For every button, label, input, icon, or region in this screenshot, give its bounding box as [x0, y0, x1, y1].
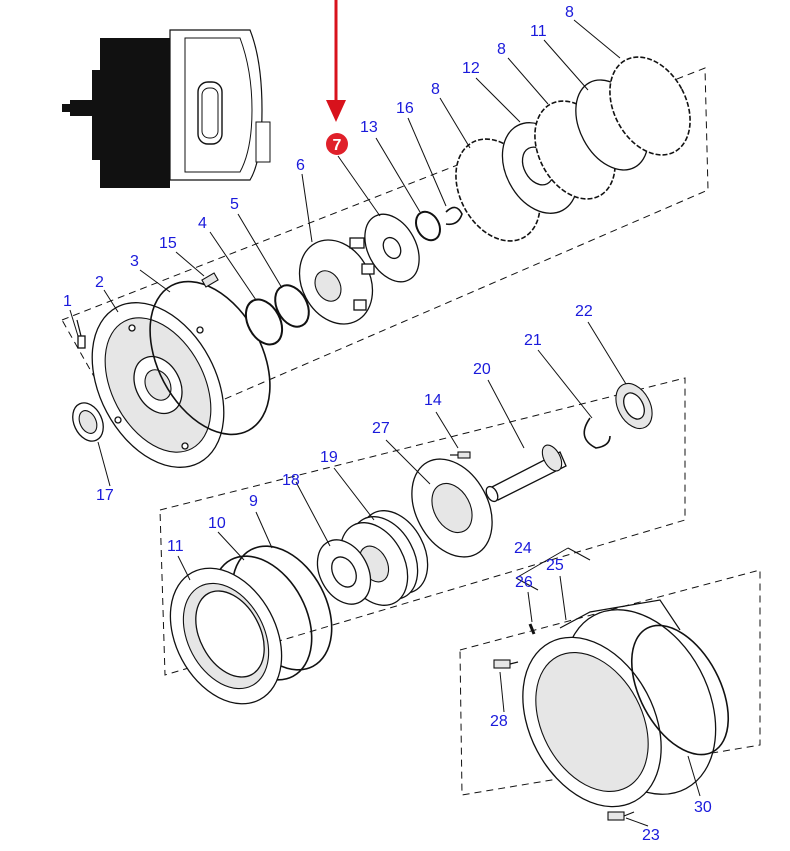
part-ring-4	[244, 298, 284, 346]
part-seal	[72, 402, 104, 442]
callout-9: 9	[249, 493, 258, 510]
callout-3: 3	[130, 253, 139, 270]
callout-15: 14	[424, 392, 442, 409]
part-plate-8c	[609, 56, 691, 156]
callout-10: 10	[208, 515, 226, 532]
callout-22: 21	[524, 332, 542, 349]
callout-28: 27	[372, 420, 390, 437]
callout-8-a: 8	[431, 81, 440, 98]
callout-27: 26	[515, 574, 533, 591]
part-hub-28	[411, 458, 493, 558]
callout-labels: 1 2 3 15 4 5 6 13 16 8 12 8 11 8 17 14 2…	[63, 4, 712, 844]
part-bolt-15	[450, 451, 471, 459]
part-housing-26	[522, 599, 717, 808]
part-washer-highlighted	[364, 213, 420, 283]
callout-18: 17	[96, 487, 114, 504]
callout-2: 2	[95, 274, 104, 291]
part-ring-14	[415, 210, 441, 242]
highlight-arrow	[326, 0, 346, 122]
callout-26: 25	[546, 557, 564, 574]
assembly-thumbnail	[62, 29, 271, 188]
part-bolt-24	[607, 811, 635, 821]
part-pin	[201, 272, 219, 288]
part-snapring-17	[445, 206, 463, 226]
callout-29: 28	[490, 713, 508, 730]
part-cover	[91, 302, 225, 468]
callout-25: 24	[514, 540, 532, 557]
callout-1: 1	[63, 293, 72, 310]
part-circlip-22	[583, 417, 611, 449]
callout-14: 13	[360, 119, 378, 136]
part-gear-23	[615, 382, 653, 430]
highlight-badge: 7	[326, 133, 348, 155]
callout-24: 23	[642, 827, 660, 844]
callout-17: 16	[396, 100, 414, 117]
part-disc-19	[316, 539, 372, 605]
callout-8-c: 8	[565, 4, 574, 21]
part-bolt-1	[76, 319, 86, 349]
leader-lines	[69, 19, 701, 827]
part-shaft-21	[485, 444, 567, 503]
callout-6: 6	[296, 157, 305, 174]
callout-12: 11	[530, 23, 547, 40]
callout-16: 15	[159, 235, 177, 252]
callout-19: 18	[282, 472, 300, 489]
callout-11: 11	[167, 538, 184, 555]
part-pin-27	[528, 623, 536, 635]
callout-5: 5	[230, 196, 239, 213]
callout-20: 19	[320, 449, 338, 466]
callout-4: 4	[198, 215, 207, 232]
highlight-label: 7	[333, 137, 342, 154]
callout-30: 30	[694, 799, 712, 816]
callout-23: 22	[575, 303, 593, 320]
part-ring-11	[169, 567, 283, 705]
part-bolt-29	[493, 659, 519, 669]
group-frame-lower	[459, 569, 761, 796]
part-piston	[298, 237, 375, 325]
callout-8-b: 8	[497, 41, 506, 58]
part-oring-30	[630, 624, 730, 756]
callout-13: 12	[462, 60, 480, 77]
callout-21: 20	[473, 361, 491, 378]
